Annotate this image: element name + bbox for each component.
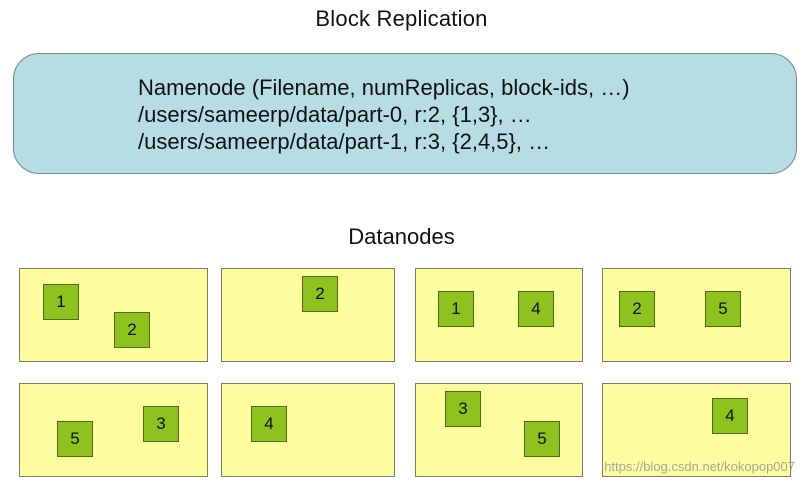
datanode-8: 4 <box>602 383 791 477</box>
datanode-7: 3 5 <box>415 383 583 477</box>
block: 1 <box>43 284 79 320</box>
datanode-3: 1 4 <box>415 268 583 362</box>
datanode-5: 5 3 <box>19 383 208 477</box>
block: 4 <box>712 398 748 434</box>
block: 2 <box>619 291 655 327</box>
block: 1 <box>438 291 474 327</box>
block: 2 <box>114 312 150 348</box>
namenode-box: Namenode (Filename, numReplicas, block-i… <box>13 53 797 174</box>
namenode-file-line-part-0: /users/sameerp/data/part-0, r:2, {1,3}, … <box>138 102 532 127</box>
block: 3 <box>445 391 481 427</box>
block: 2 <box>302 276 338 312</box>
datanodes-label: Datanodes <box>348 224 455 249</box>
datanode-1: 1 2 <box>19 268 208 362</box>
watermark: https://blog.csdn.net/kokopop007 <box>604 459 795 474</box>
block: 4 <box>251 406 287 442</box>
namenode-metadata: Namenode (Filename, numReplicas, block-i… <box>138 74 630 155</box>
datanode-2: 2 <box>221 268 395 362</box>
block: 3 <box>143 406 179 442</box>
block: 5 <box>705 291 741 327</box>
block: 5 <box>524 421 560 457</box>
namenode-header-line: Namenode (Filename, numReplicas, block-i… <box>138 75 630 100</box>
block: 4 <box>518 291 554 327</box>
diagram-title: Block Replication <box>315 6 488 31</box>
namenode-file-line-part-1: /users/sameerp/data/part-1, r:3, {2,4,5}… <box>138 129 551 154</box>
datanode-6: 4 <box>221 383 395 477</box>
block: 5 <box>57 421 93 457</box>
datanode-4: 2 5 <box>602 268 791 362</box>
